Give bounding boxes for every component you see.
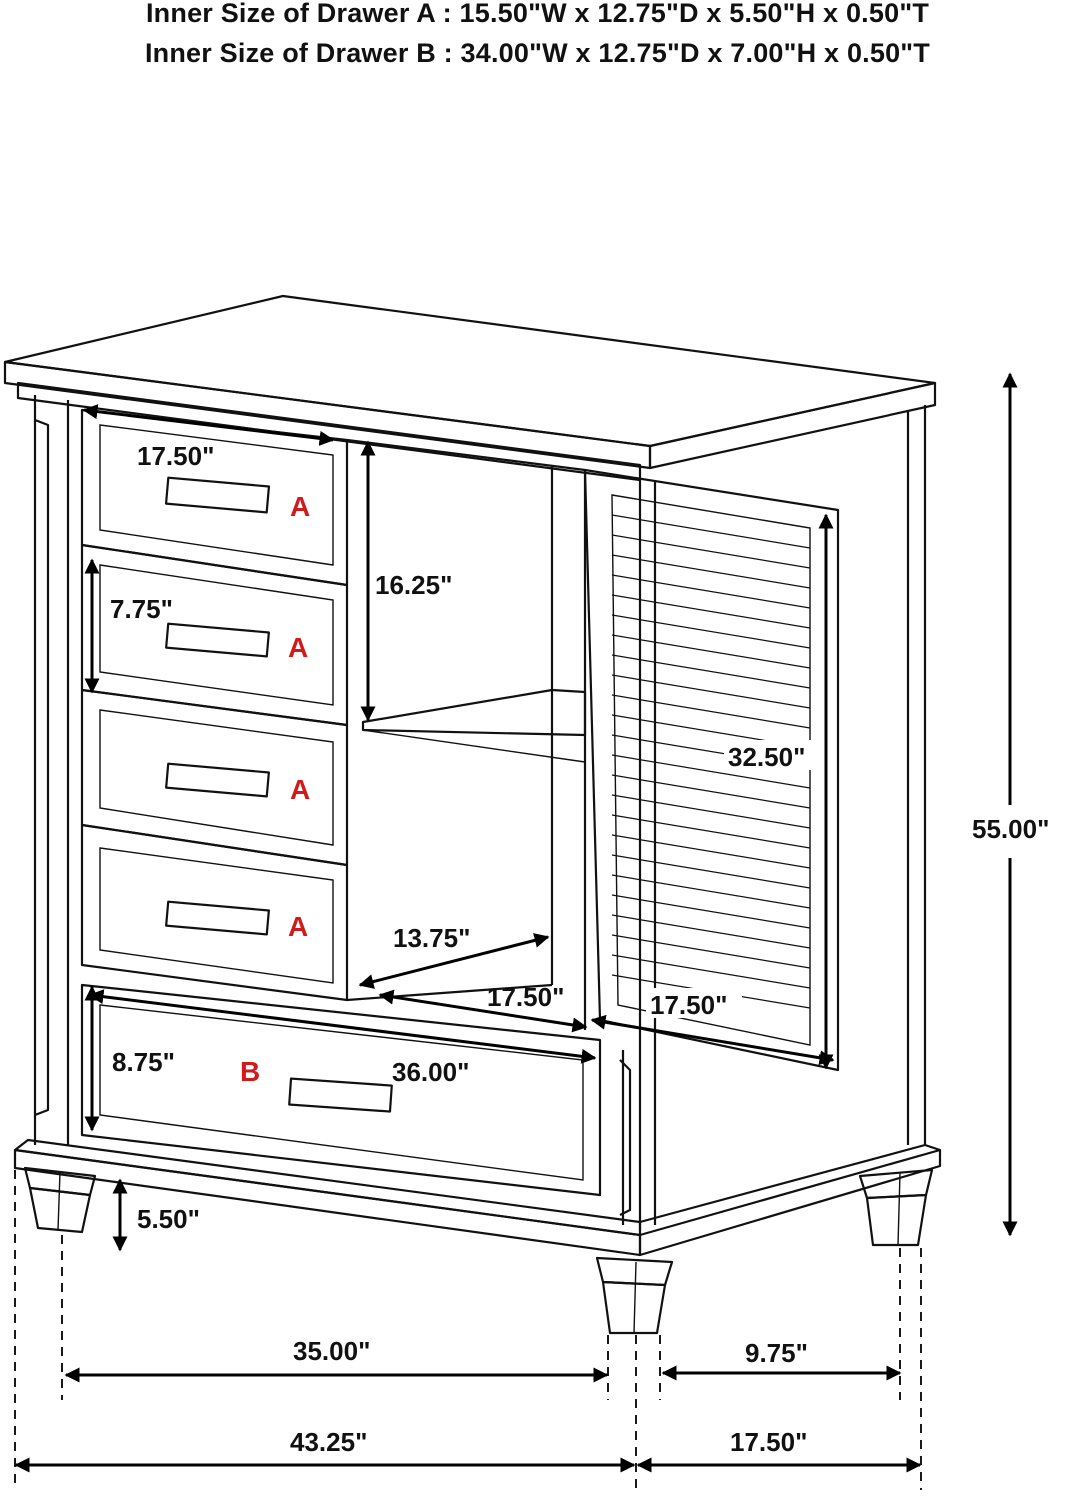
drawer-b-inner-size: Inner Size of Drawer B : 34.00"W x 12.75… [144, 38, 931, 68]
dresser-body [33, 395, 927, 1230]
drawer-handle [165, 622, 270, 658]
dim-drawer-b-width: 36.00" [392, 1057, 469, 1087]
dim-shelf-width: 17.50" [487, 982, 564, 1012]
drawer-a-inner-size: Inner Size of Drawer A : 15.50"W x 12.75… [145, 0, 930, 28]
leg-left [23, 1166, 97, 1234]
drawer-handle [165, 762, 270, 798]
leg-front [595, 1256, 674, 1335]
dim-overall-width: 43.25" [290, 1427, 367, 1457]
leg-right [858, 1168, 934, 1247]
drawer-label-a: A [290, 491, 310, 522]
drawer-handle [288, 1077, 393, 1113]
dresser-base [13, 1138, 942, 1257]
drawer-label-a: A [290, 774, 310, 805]
drawer-label-b: B [240, 1056, 260, 1087]
drawer-handle [164, 476, 271, 514]
dim-door-width: 17.50" [650, 990, 727, 1020]
dim-drawer-b-height: 8.75" [112, 1047, 175, 1077]
dim-overall-depth: 17.50" [730, 1427, 807, 1457]
extension-lines [14, 1170, 922, 1490]
dimension-lines [14, 372, 1018, 1473]
dim-front-leg-span: 35.00" [293, 1336, 370, 1366]
dim-shelf-height: 16.25" [375, 570, 452, 600]
dim-drawer-a-width: 17.50" [137, 441, 214, 471]
drawer-handle [165, 900, 270, 936]
drawer-label-a: A [288, 632, 308, 663]
drawer-label-a: A [288, 911, 308, 942]
dim-side-leg-span: 9.75" [745, 1338, 808, 1368]
dim-door-height: 32.50" [728, 742, 805, 772]
dim-overall-height: 55.00" [972, 814, 1049, 844]
dim-shelf-depth: 13.75" [393, 923, 470, 953]
dim-leg-height: 5.50" [137, 1204, 200, 1234]
dim-drawer-a-height: 7.75" [110, 594, 173, 624]
